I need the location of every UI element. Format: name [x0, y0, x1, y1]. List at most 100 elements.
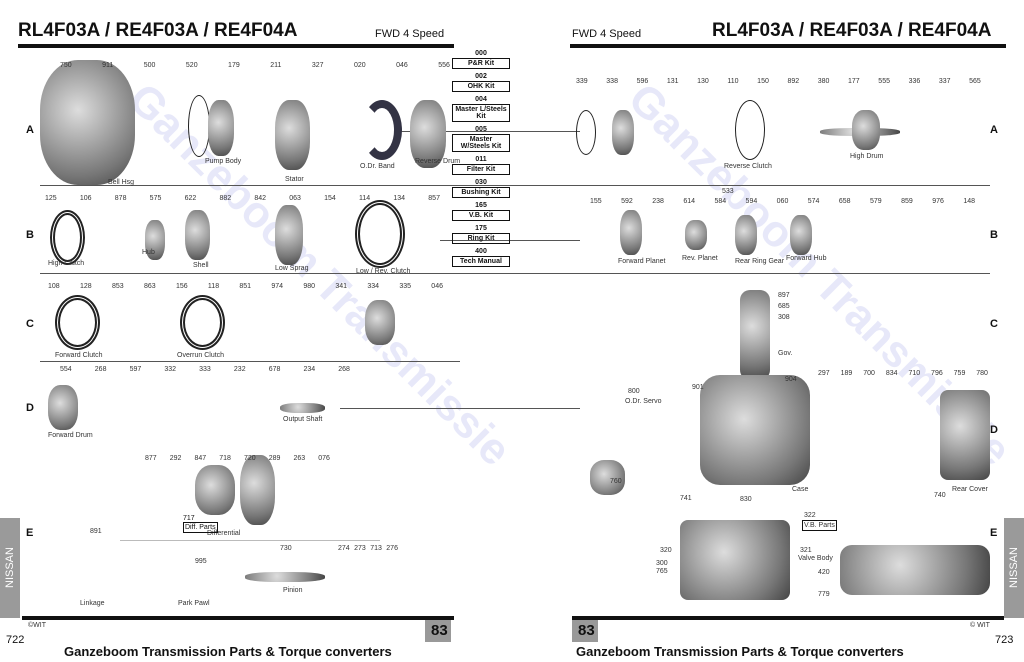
caption: Overrun Clutch: [177, 352, 225, 359]
rear-cover-image: [940, 390, 990, 480]
caption: Output Shaft: [283, 416, 323, 423]
part-number: 700: [863, 370, 875, 377]
kit-number: 002: [475, 73, 487, 80]
part-number: 882: [219, 195, 232, 202]
kit-number: 030: [475, 179, 487, 186]
part-number: 268: [94, 366, 107, 373]
kit-label: Master W/Steels Kit: [452, 134, 510, 152]
part-number: 110: [727, 78, 739, 85]
footer-rule: [22, 616, 454, 620]
hub-image: [145, 220, 165, 260]
part-number: 579: [869, 198, 882, 205]
kit-number: 400: [475, 248, 487, 255]
kit-number: 005: [475, 126, 487, 133]
part-number: 338: [606, 78, 618, 85]
kit-label: OHK Kit: [452, 81, 510, 92]
rev-planet-image: [685, 220, 707, 250]
part-number: 128: [79, 283, 92, 290]
part-number: 800: [628, 388, 640, 395]
caption: Shell: [193, 262, 209, 269]
case-image: [700, 375, 810, 485]
forward-hub-image: [790, 215, 812, 255]
footer-text: Ganzeboom Transmission Parts & Torque co…: [64, 644, 392, 659]
section-number: 83: [572, 620, 598, 642]
part-number: 320: [660, 547, 672, 554]
oil-pan-image: [840, 545, 990, 595]
part-number: 878: [114, 195, 127, 202]
part-number: 106: [79, 195, 92, 202]
part-number: 211: [270, 62, 282, 69]
part-number: 901: [692, 384, 704, 391]
kit-number: 011: [475, 156, 487, 163]
part-number: 333: [199, 366, 211, 373]
caption: Reverse Clutch: [724, 163, 772, 170]
part-number: 796: [931, 370, 943, 377]
caption: Low Sprag: [275, 265, 309, 272]
part-number: 853: [111, 283, 124, 290]
part-number: 118: [207, 283, 220, 290]
part-number: 765: [656, 568, 668, 575]
pinion-image: [245, 572, 325, 582]
part-number: 622: [184, 195, 197, 202]
ring-gear-image: [240, 455, 275, 525]
part-number: 156: [175, 283, 188, 290]
part-number: 380: [817, 78, 830, 85]
part-number: 859: [901, 198, 913, 205]
clutch-pack: [355, 200, 405, 268]
part-number: 597: [129, 366, 142, 373]
connector-line: [40, 361, 460, 362]
reverse-drum-image: [410, 100, 446, 168]
pump-body-image: [208, 100, 234, 156]
connector-line: [40, 273, 990, 274]
part-number: 750: [60, 62, 72, 69]
part-number: 614: [683, 198, 696, 205]
kit-number: 004: [475, 96, 487, 103]
part-number: 292: [169, 455, 182, 462]
part-number: 995: [195, 558, 207, 565]
part-number: 842: [254, 195, 267, 202]
section-number: 83: [425, 620, 451, 642]
kit-label: Filter Kit: [452, 164, 510, 175]
kit-number: 165: [475, 202, 487, 209]
part-number: 076: [318, 455, 330, 462]
part-number: 658: [838, 198, 851, 205]
part-number: 718: [219, 455, 231, 462]
part-number: 273: [354, 545, 366, 552]
caption: Rear Ring Gear: [735, 258, 785, 265]
caption: Rev. Planet: [682, 255, 718, 262]
part-number: 150: [757, 78, 769, 85]
reverse-clutch-rings: [735, 100, 765, 160]
part-number: 332: [164, 366, 177, 373]
part-number: 730: [280, 545, 292, 552]
part-number: 148: [963, 198, 975, 205]
page-number: 723: [995, 634, 1014, 646]
part-number: 297: [818, 370, 830, 377]
row-label-e: E: [990, 527, 998, 539]
part-number: 134: [393, 195, 406, 202]
part-number: 717: [183, 515, 195, 522]
kit-label: Ring Kit: [452, 233, 510, 244]
caption: Stator: [285, 176, 304, 183]
part-number: 741: [680, 495, 692, 502]
differential-image: [195, 465, 235, 515]
part-number: 334: [367, 283, 380, 290]
part-number: 155: [590, 198, 602, 205]
copyright: ©WIT: [28, 622, 46, 629]
part-number: 263: [293, 455, 306, 462]
part-number: 063: [289, 195, 301, 202]
part-number: 847: [194, 455, 207, 462]
caption: Valve Body: [798, 555, 833, 562]
forward-planet-image: [620, 210, 642, 255]
kit-label: Bushing Kit: [452, 187, 510, 198]
part-number: 114: [359, 195, 371, 202]
part-number: 980: [303, 283, 316, 290]
part-number: 713: [370, 545, 382, 552]
part-number: 759: [953, 370, 966, 377]
part-number: 897: [778, 292, 790, 299]
